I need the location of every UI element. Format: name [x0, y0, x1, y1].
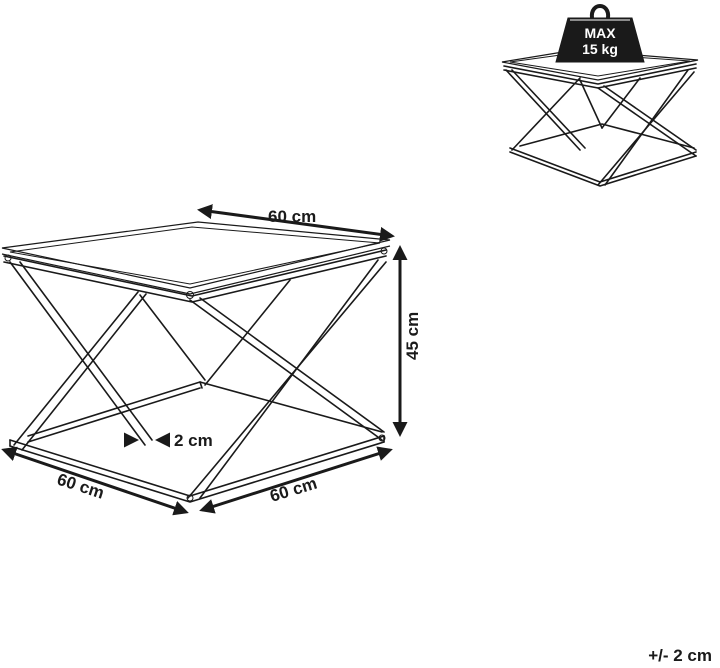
- dimension-arrow: [199, 446, 393, 514]
- small-table: [501, 49, 699, 187]
- max-label: MAX: [584, 25, 616, 41]
- corner-bolt: [4, 254, 12, 262]
- main-table-drawing: [1, 221, 391, 503]
- height-label: 45 cm: [403, 312, 422, 360]
- frame-thickness-label: 2 cm: [174, 431, 213, 450]
- dimension-base-left: 60 cm: [1, 446, 189, 516]
- dimension-arrow: [1, 446, 189, 516]
- dimension-frame-thickness: 2 cm: [124, 431, 213, 450]
- top-frame: [3, 249, 387, 303]
- dimension-height: 45 cm: [392, 245, 422, 437]
- base-right-label: 60 cm: [268, 474, 320, 506]
- top-width-label: 60 cm: [268, 207, 316, 226]
- glass-top: [1, 221, 391, 295]
- corner-bolt: [378, 434, 386, 442]
- weight-icon: MAX 15 kg: [555, 4, 645, 63]
- max-load-value: 15 kg: [582, 41, 618, 57]
- dimension-top-width: 60 cm: [197, 204, 395, 242]
- corner-bolt: [186, 291, 194, 299]
- tolerance-note: +/- 2 cm: [648, 646, 712, 665]
- cross-legs: [9, 259, 387, 499]
- dimension-arrow: [197, 204, 395, 242]
- dimension-base-right: 60 cm: [199, 446, 393, 514]
- corner-bolt: [380, 247, 388, 255]
- max-load-illustration: MAX 15 kg: [501, 4, 699, 187]
